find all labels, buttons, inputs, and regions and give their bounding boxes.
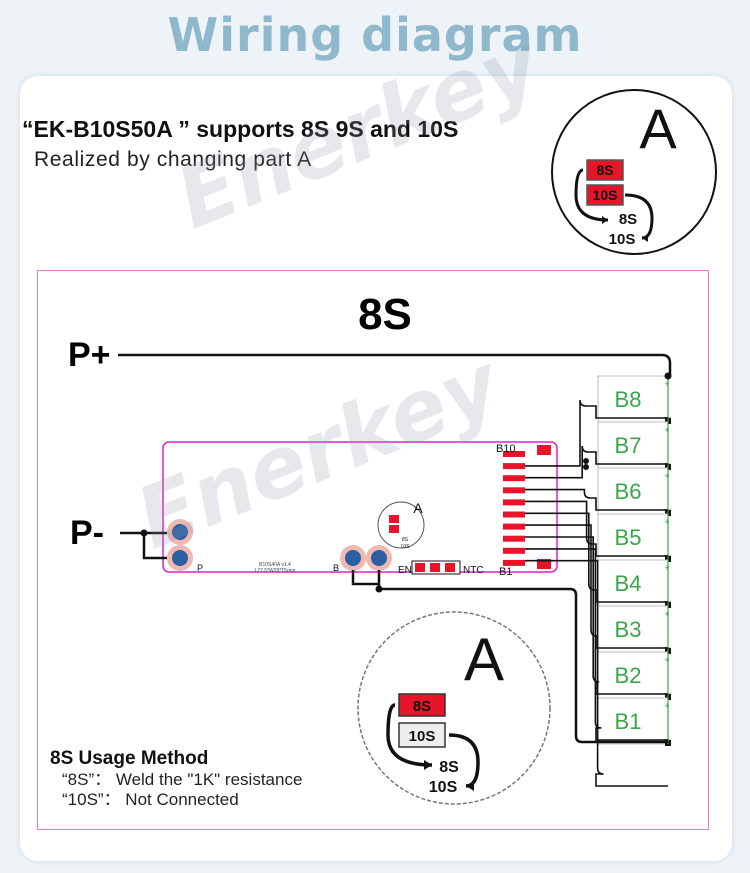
cell-label-b2: B2	[615, 663, 642, 688]
pad-p-label: P	[197, 563, 203, 573]
arrow-8s-label-board: 8S	[402, 537, 409, 543]
balance-wire	[525, 559, 668, 787]
cell-plus-mark: +	[664, 609, 669, 619]
pad-10s-label-bottom: 10S	[409, 728, 436, 745]
arrow-8s-label-top: 8S	[619, 211, 637, 228]
arrow-10s-label-board: 10S	[401, 544, 411, 550]
usage-method: 8S Usage Method “8S”： Weld the "1K" resi…	[50, 748, 302, 810]
balance-pin	[503, 463, 525, 470]
part-a-letter-board: A	[413, 500, 423, 516]
pad-10s-label-top: 10S	[593, 187, 618, 203]
pad-10s-top	[586, 184, 624, 206]
wire-junction-dot	[583, 458, 589, 464]
cell-label-b8: B8	[615, 387, 642, 412]
headline: “EK-B10S50A ” supports 8S 9S and 10S	[22, 116, 459, 142]
b10-label: B10	[496, 443, 516, 455]
pad-8s-label-top: 8S	[596, 162, 613, 178]
cell-label-b7: B7	[615, 433, 642, 458]
part-a-callout-bottom: A 8S 10S 8S 10S	[357, 611, 551, 805]
cell-label-b4: B4	[615, 571, 642, 596]
part-a-callout-top: A 8S 10S 8S 10S	[551, 89, 717, 255]
page-title: Wiring diagram	[167, 8, 583, 62]
cell-plus-mark: +	[664, 425, 669, 435]
bms-board: B10 B1 EN NTC B10S40A v1.4 L77.5*W29*T5m…	[162, 441, 558, 578]
cell-b1	[597, 697, 669, 745]
diagram-frame	[37, 270, 709, 830]
pad-8s-top	[586, 159, 624, 181]
balance-wire	[525, 445, 668, 479]
usage-line-10s: “10S”： Not Connected	[62, 790, 239, 809]
part-a-letter-bottom: A	[464, 626, 504, 693]
cell-plus-mark: +	[664, 471, 669, 481]
balance-pin	[503, 523, 525, 530]
board-text-2: L77.5*W29*T5mm	[255, 568, 296, 574]
balance-pin	[503, 499, 525, 506]
b10-pad	[537, 445, 551, 455]
pad-10s-bottom	[398, 722, 446, 748]
cell-plus-mark: +	[664, 655, 669, 665]
cell-label-b1: B1	[615, 709, 642, 734]
cell-plus-mark: +	[664, 563, 669, 573]
balance-pin	[503, 559, 525, 566]
balance-pin	[503, 511, 525, 518]
mode-label: 8S	[358, 290, 412, 339]
balance-wire	[525, 399, 668, 467]
p-minus-label: P-	[70, 514, 104, 552]
cell-label-b6: B6	[615, 479, 642, 504]
wire-junction-dot	[583, 464, 589, 470]
cell-plus-mark: +	[664, 379, 669, 389]
pad-8s-bottom	[398, 693, 446, 717]
p-plus-wire	[118, 353, 672, 376]
p-plus-label: P+	[68, 336, 111, 374]
arrow-10s-label-top: 10S	[609, 231, 636, 248]
pad-8s-label-bottom: 8S	[413, 698, 431, 715]
balance-pin	[503, 547, 525, 554]
balance-pin	[503, 487, 525, 494]
balance-pin	[503, 475, 525, 482]
b1-pad	[537, 559, 551, 569]
usage-line-8s: “8S”： Weld the "1K" resistance	[62, 770, 303, 789]
cell-label-b5: B5	[615, 525, 642, 550]
balance-wire	[525, 488, 668, 511]
board-text-1: B10S40A v1.4	[259, 562, 291, 568]
balance-pin	[503, 535, 525, 542]
b1-label: B1	[499, 566, 512, 578]
battery-cells: B8+—B7+—B6+—B5+—B4+—B3+—B2+—B1+—	[597, 375, 671, 746]
arrow-10s-label-bottom: 10S	[429, 779, 458, 796]
cell-b6	[597, 467, 669, 515]
usage-title: 8S Usage Method	[50, 748, 209, 769]
cell-b7	[597, 421, 669, 469]
part-a-letter-top: A	[639, 97, 677, 160]
b-minus-wire	[351, 570, 381, 586]
ntc-label: NTC	[463, 565, 484, 576]
pad-b-label: B	[333, 563, 339, 573]
subline: Realized by changing part A	[34, 148, 312, 171]
en-label: EN	[398, 565, 412, 576]
cell-plus-mark: +	[664, 701, 669, 711]
arrow-8s-label-bottom: 8S	[439, 759, 459, 776]
cell-b5	[597, 513, 669, 561]
cell-label-b3: B3	[615, 617, 642, 642]
cell-plus-mark: +	[664, 517, 669, 527]
balance-pin	[503, 451, 525, 457]
